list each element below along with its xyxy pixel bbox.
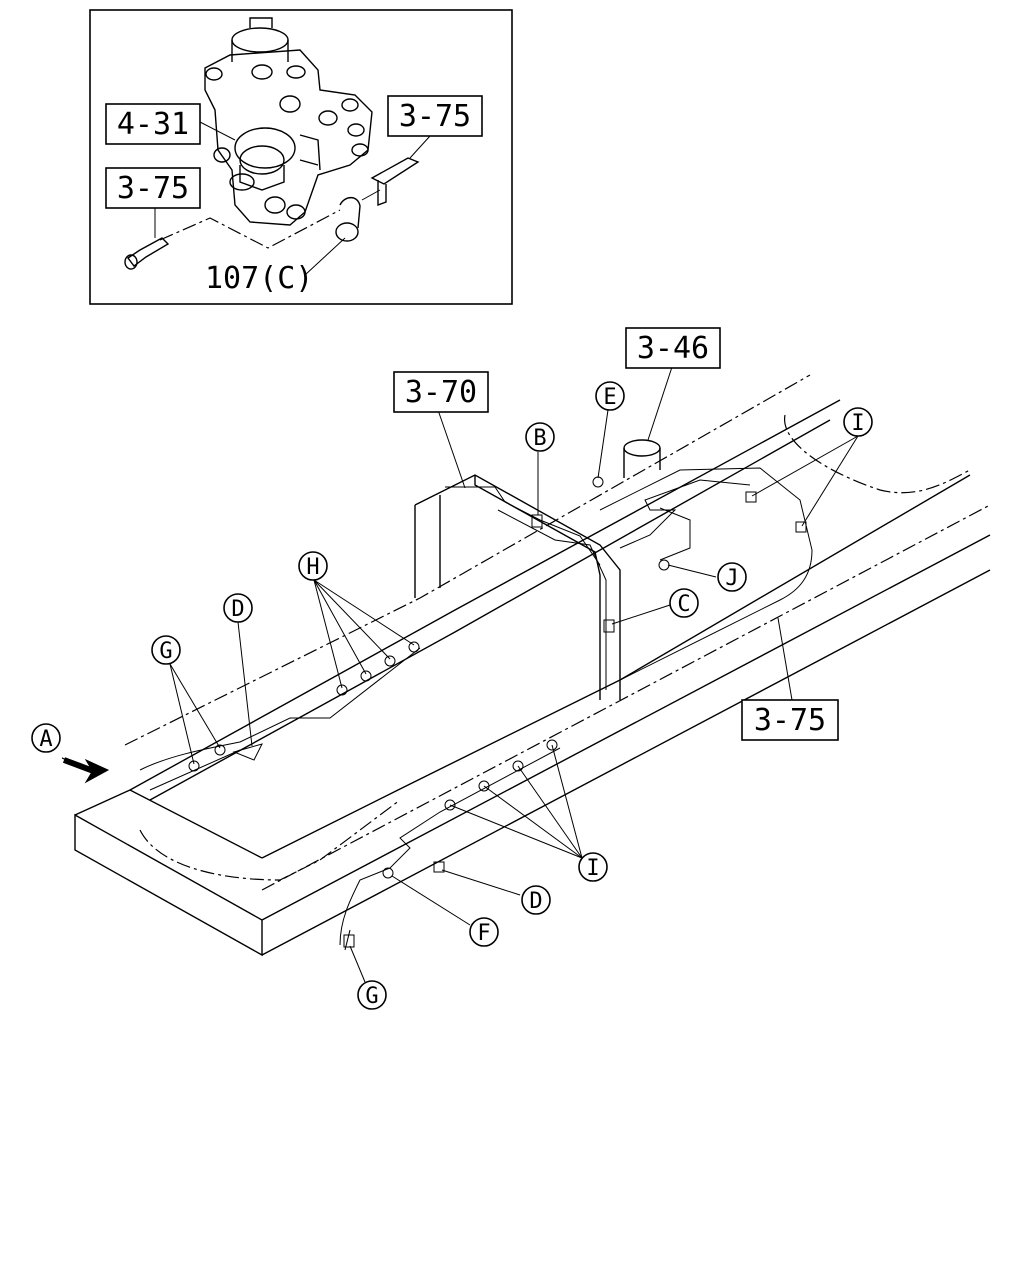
callout-letter: F (477, 921, 490, 946)
callout-letter: I (851, 411, 864, 436)
callout-g-upper[interactable]: G (151, 635, 181, 665)
ref-label: 3-75 (754, 703, 826, 738)
clip-markers (188, 476, 807, 948)
callout-d-lower[interactable]: D (521, 885, 551, 915)
callout-b[interactable]: B (525, 422, 555, 452)
callout-d-upper[interactable]: D (223, 593, 253, 623)
callout-letter: G (365, 984, 378, 1009)
callout-g-lower[interactable]: G (357, 980, 387, 1010)
callout-letter: A (39, 727, 52, 752)
callout-i-lower[interactable]: I (578, 852, 608, 882)
part-label-107c[interactable]: 107(C) (205, 261, 313, 296)
ref-box-4-31[interactable]: 4-31 (105, 103, 201, 145)
clip-drawing (335, 189, 381, 242)
ref-label: 3-75 (399, 99, 471, 134)
bolt-drawing (124, 237, 170, 270)
ref-box-3-46[interactable]: 3-46 (625, 327, 721, 369)
ref-label: 3-75 (117, 171, 189, 206)
callout-letter: I (586, 856, 599, 881)
callout-j[interactable]: J (717, 562, 747, 592)
callout-c[interactable]: C (669, 588, 699, 618)
callout-f[interactable]: F (469, 917, 499, 947)
ref-box-3-70[interactable]: 3-70 (393, 371, 489, 413)
callout-e[interactable]: E (595, 381, 625, 411)
callout-letter: D (231, 597, 244, 622)
injection-pump-drawing (204, 17, 373, 226)
callout-letter: E (603, 385, 616, 410)
bracket-drawing (370, 157, 420, 207)
callout-letter: H (306, 555, 319, 580)
ref-box-3-75-bolt[interactable]: 3-75 (105, 167, 201, 209)
callout-letter: D (529, 889, 542, 914)
arrow-right-icon (61, 757, 110, 784)
callout-i-upper[interactable]: I (843, 407, 873, 437)
inset-panel: 4-31 3-75 3-75 107(C) (89, 9, 513, 305)
callout-letter: B (533, 426, 546, 451)
callout-h[interactable]: H (298, 551, 328, 581)
callout-letter: G (159, 639, 172, 664)
ref-box-3-75[interactable]: 3-75 (741, 699, 839, 741)
callout-letter: C (677, 592, 690, 617)
inset-frame (89, 9, 513, 305)
ref-box-3-75-bracket[interactable]: 3-75 (387, 95, 483, 137)
ref-label: 3-46 (637, 331, 709, 366)
ref-label: 3-70 (405, 375, 477, 410)
callout-a[interactable]: A (31, 723, 61, 753)
leader-lines (169, 366, 859, 983)
frame-drawing (74, 374, 991, 957)
ref-label: 4-31 (117, 107, 189, 142)
bolt-centerline (159, 209, 341, 249)
callout-letter: J (725, 566, 738, 591)
